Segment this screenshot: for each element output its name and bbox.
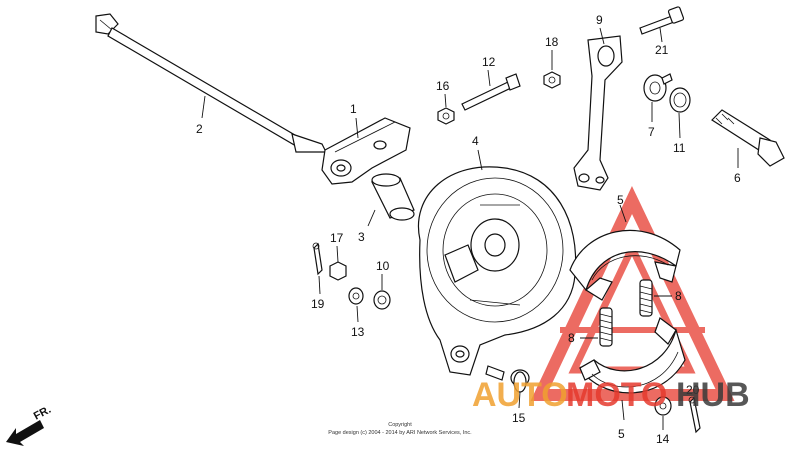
svg-text:7: 7 — [648, 125, 655, 139]
front-direction-indicator: FR. — [6, 404, 53, 446]
label-4: 4 — [472, 134, 483, 171]
label-21: 21 — [655, 27, 669, 57]
watermark-moto: MOTO — [566, 376, 667, 414]
part-bolt-21 — [639, 6, 685, 35]
label-13: 13 — [351, 305, 365, 339]
svg-text:6: 6 — [734, 171, 741, 185]
part-nut-17 — [329, 261, 347, 281]
front-label: FR. — [32, 404, 53, 423]
part-cotter-pin-19 — [312, 242, 323, 276]
part-bolt-12 — [461, 73, 521, 111]
svg-text:8: 8 — [568, 331, 575, 345]
copyright-line-1: Copyright — [388, 422, 412, 428]
part-brake-shoe-upper — [569, 229, 681, 301]
svg-text:2: 2 — [196, 122, 203, 136]
svg-text:15: 15 — [512, 411, 526, 425]
svg-text:4: 4 — [472, 134, 479, 148]
svg-text:20: 20 — [686, 383, 700, 397]
copyright-line-2: Page design (c) 2004 - 2014 by ARI Netwo… — [328, 430, 472, 436]
part-brake-arm — [573, 35, 623, 191]
label-18: 18 — [545, 35, 559, 70]
part-nut-16 — [437, 107, 455, 125]
label-1: 1 — [350, 102, 359, 139]
label-20: 20 — [686, 383, 700, 397]
label-19: 19 — [311, 275, 325, 311]
label-2: 2 — [196, 95, 206, 136]
label-16: 16 — [436, 79, 450, 108]
svg-text:5: 5 — [618, 427, 625, 441]
front-arrow-icon — [6, 420, 44, 446]
label-14: 14 — [656, 416, 670, 446]
part-spring-right — [639, 279, 653, 317]
part-collar — [371, 173, 415, 221]
label-5-upper: 5 — [617, 193, 627, 223]
svg-text:13: 13 — [351, 325, 365, 339]
watermark-hub: HUB — [676, 376, 750, 414]
label-8-left: 8 — [568, 331, 598, 345]
part-seal-11 — [669, 87, 691, 113]
part-washer-13 — [348, 287, 364, 305]
svg-text:9: 9 — [596, 13, 603, 27]
svg-text:11: 11 — [673, 141, 686, 155]
label-10: 10 — [376, 259, 390, 290]
svg-text:10: 10 — [376, 259, 390, 273]
svg-text:18: 18 — [545, 35, 559, 49]
copyright-notice: Copyright Page design (c) 2004 - 2014 by… — [328, 422, 472, 436]
watermark-auto: AUTO — [472, 376, 568, 414]
part-nut-18 — [543, 71, 561, 89]
svg-text:19: 19 — [311, 297, 325, 311]
part-washer-7 — [643, 73, 673, 102]
label-5-lower: 5 — [618, 399, 625, 441]
label-8-right: 8 — [654, 289, 682, 303]
svg-text:14: 14 — [656, 432, 670, 446]
part-brake-panel — [417, 166, 577, 376]
part-brake-shoe-lower — [579, 317, 686, 394]
part-cotter-pin-20 — [688, 396, 701, 434]
svg-text:12: 12 — [482, 55, 496, 69]
label-15: 15 — [512, 391, 526, 425]
svg-text:1: 1 — [350, 102, 357, 116]
label-6: 6 — [734, 148, 741, 185]
part-washer-14 — [654, 396, 672, 416]
label-7: 7 — [648, 102, 655, 139]
svg-text:8: 8 — [675, 289, 682, 303]
label-12: 12 — [482, 55, 496, 87]
part-brake-cam — [711, 109, 785, 167]
part-bracket — [321, 117, 411, 185]
part-spring-left — [599, 307, 613, 347]
svg-text:21: 21 — [655, 43, 669, 57]
svg-text:17: 17 — [330, 231, 344, 245]
part-collar-10 — [373, 290, 391, 310]
svg-text:5: 5 — [617, 193, 624, 207]
svg-text:3: 3 — [358, 230, 365, 244]
label-17: 17 — [330, 231, 344, 263]
label-9: 9 — [596, 13, 605, 45]
label-11: 11 — [673, 112, 686, 155]
svg-text:16: 16 — [436, 79, 450, 93]
label-3: 3 — [358, 209, 376, 244]
watermark-wordmark: AUTO MOTO HUB — [472, 376, 750, 414]
part-axle — [95, 13, 327, 153]
